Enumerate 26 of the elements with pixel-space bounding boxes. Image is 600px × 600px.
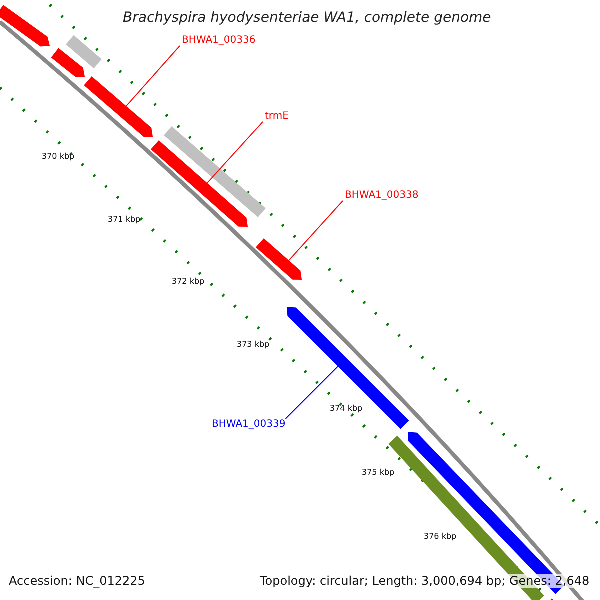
title: Brachyspira hyodysenteriae WA1, complete genome bbox=[123, 10, 492, 26]
scale-label: 372 kbp bbox=[172, 277, 205, 286]
scale-label: 374 kbp bbox=[330, 404, 363, 413]
feature-bar bbox=[164, 126, 266, 218]
leader-line bbox=[288, 200, 344, 262]
gene-feature bbox=[151, 140, 248, 227]
gene-feature bbox=[287, 307, 410, 430]
leader-line bbox=[206, 122, 264, 184]
scale-label: 373 kbp bbox=[237, 340, 270, 349]
gene-label: BHWA1_00338 bbox=[345, 190, 419, 201]
gene-feature bbox=[51, 48, 85, 78]
leader-line bbox=[285, 366, 339, 420]
gene-label: trmE bbox=[265, 111, 289, 122]
genome-stats-text: Topology: circular; Length: 3,000,694 bp; Genes: 2,648 bbox=[260, 574, 590, 588]
leader-line bbox=[126, 46, 180, 107]
scale-label: 375 kbp bbox=[362, 468, 395, 477]
scale-label: 370 kbp bbox=[42, 152, 75, 161]
gene-feature bbox=[84, 76, 153, 137]
accession-text: Accession: NC_012225 bbox=[9, 574, 146, 588]
gene-label: BHWA1_00336 bbox=[182, 35, 256, 46]
scale-label: 376 kbp bbox=[424, 532, 457, 541]
feature-bar bbox=[66, 35, 102, 69]
gene-label: BHWA1_00339 bbox=[212, 419, 286, 430]
gene-feature bbox=[0, 5, 50, 47]
gene-feature bbox=[256, 238, 302, 280]
scale-label: 371 kbp bbox=[108, 215, 141, 224]
